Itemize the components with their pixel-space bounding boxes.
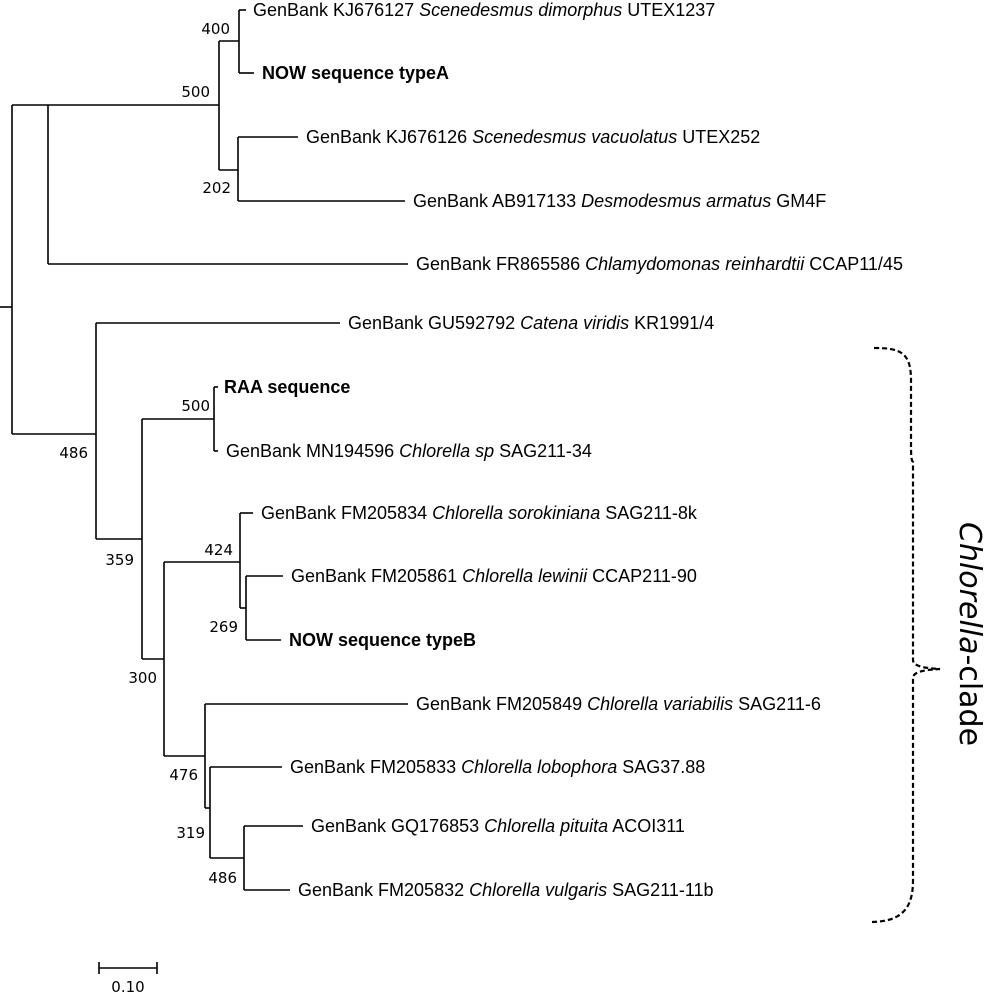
taxon-label: GenBank MN194596 Chlorella sp SAG211-34 bbox=[226, 441, 592, 461]
taxon-label: GenBank FM205849 Chlorella variabilis SA… bbox=[416, 694, 821, 714]
bootstrap-value: 486 bbox=[208, 869, 237, 887]
bootstrap-value: 476 bbox=[169, 766, 198, 784]
bootstrap-value: 486 bbox=[59, 444, 88, 462]
taxon-labels: GenBank KJ676127 Scenedesmus dimorphus U… bbox=[224, 0, 903, 900]
taxon-label: GenBank AB917133 Desmodesmus armatus GM4… bbox=[413, 191, 826, 211]
bootstrap-value: 424 bbox=[204, 541, 233, 559]
taxon-label: GenBank GU592792 Catena viridis KR1991/4 bbox=[348, 313, 714, 333]
taxon-label: GenBank FM205834 Chlorella sorokiniana S… bbox=[261, 503, 698, 523]
scale-bar: 0.10 bbox=[98, 962, 158, 996]
bootstrap-value: 359 bbox=[105, 551, 134, 569]
bootstrap-value: 202 bbox=[202, 179, 231, 197]
taxon-label: GenBank GQ176853 Chlorella pituita ACOI3… bbox=[311, 816, 685, 836]
taxon-label: GenBank FR865586 Chlamydomonas reinhardt… bbox=[416, 254, 903, 274]
clade-brace bbox=[869, 346, 941, 924]
taxon-label-highlight: NOW sequence typeA bbox=[262, 63, 449, 83]
scale-bar-label: 0.10 bbox=[111, 978, 144, 996]
bootstrap-value: 319 bbox=[176, 824, 205, 842]
taxon-label: GenBank KJ676127 Scenedesmus dimorphus U… bbox=[253, 0, 715, 20]
taxon-label: GenBank FM205861 Chlorella lewinii CCAP2… bbox=[291, 566, 697, 586]
bootstrap-value: 400 bbox=[201, 20, 230, 38]
bootstrap-value: 300 bbox=[128, 669, 157, 687]
bootstrap-value: 269 bbox=[209, 618, 238, 636]
taxon-label: GenBank KJ676126 Scenedesmus vacuolatus … bbox=[306, 127, 760, 147]
tree-branches bbox=[0, 9, 408, 891]
bootstrap-values: 400 500 202 500 486 424 269 359 300 476 … bbox=[59, 20, 238, 887]
taxon-label: GenBank FM205832 Chlorella vulgaris SAG2… bbox=[298, 880, 714, 900]
bootstrap-value: 500 bbox=[181, 83, 210, 101]
bootstrap-value: 500 bbox=[181, 397, 210, 415]
clade-label: Chlorella-clade bbox=[952, 522, 987, 746]
taxon-label-highlight: NOW sequence typeB bbox=[289, 630, 476, 650]
taxon-label-highlight: RAA sequence bbox=[224, 377, 350, 397]
taxon-label: GenBank FM205833 Chlorella lobophora SAG… bbox=[290, 757, 705, 777]
